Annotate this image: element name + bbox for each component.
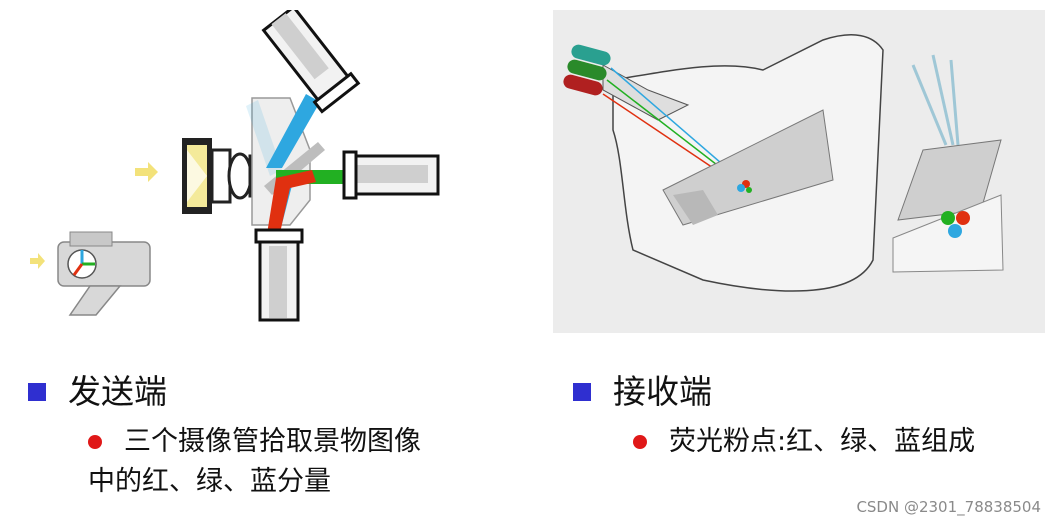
sender-heading: 发送端 [68,372,167,412]
light-input-arrow [135,162,158,182]
receiver-detail-line-1: 荧光粉点:红、绿、蓝组成 [669,422,975,462]
receiver-heading: 接收端 [613,372,712,412]
receiver-detail-text: 荧光粉点:红、绿、蓝组成 [669,422,975,462]
crt-phosphor-illustration [553,10,1045,333]
sender-detail-row: 三个摄像管拾取景物图像 中的红、绿、蓝分量 [88,422,421,502]
square-bullet-icon [573,383,591,401]
receiver-detail-row: 荧光粉点:红、绿、蓝组成 [633,422,975,462]
phosphor-dot-green [941,211,955,225]
receiver-heading-row: 接收端 [573,372,712,412]
sender-detail-text: 三个摄像管拾取景物图像 中的红、绿、蓝分量 [124,422,421,502]
dot-bullet-icon [633,435,647,449]
sender-detail-line-1: 三个摄像管拾取景物图像 [124,422,421,462]
light-input-arrow-small [30,253,45,269]
watermark: CSDN @2301_78838504 [856,498,1041,516]
dot-bullet-icon [88,435,102,449]
sender-heading-row: 发送端 [28,372,167,412]
sender-detail-line-2: 中的红、绿、蓝分量 [88,462,421,502]
phosphor-dot-blue [948,224,962,238]
square-bullet-icon [28,383,46,401]
phosphor-dot-red [956,211,970,225]
camera-prism-illustration [20,10,450,330]
